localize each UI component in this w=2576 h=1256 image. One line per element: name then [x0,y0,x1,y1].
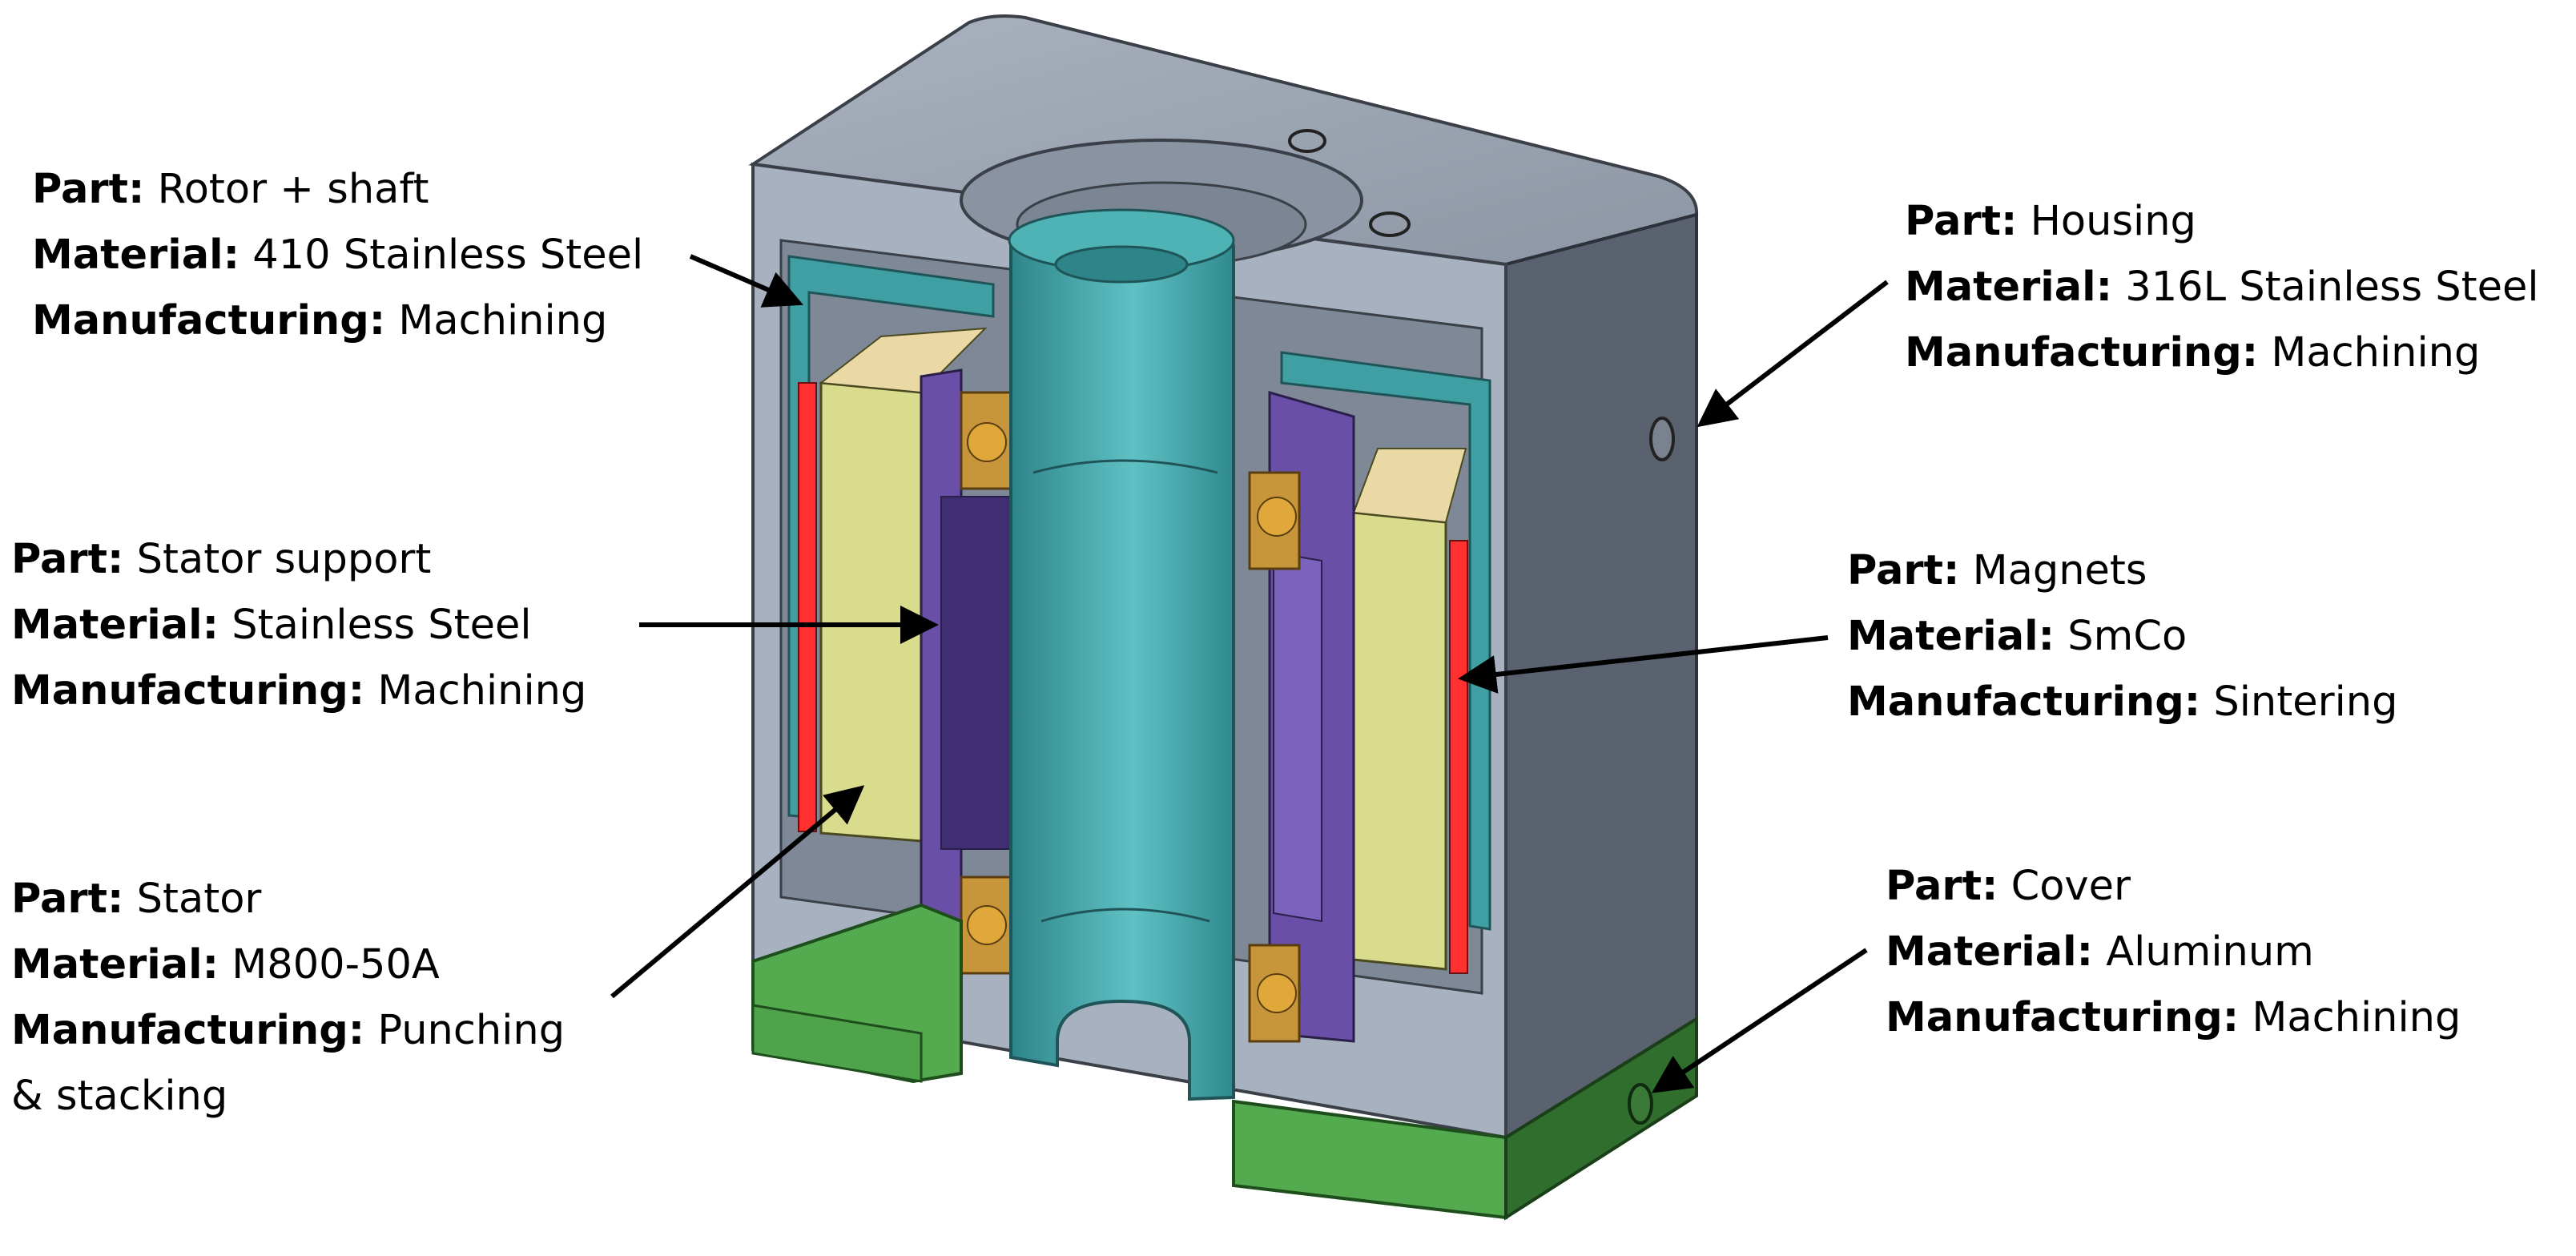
stator-right-teeth [1352,448,1467,524]
arrow-rotor-shaft [689,254,804,308]
callout-cover: Part: Cover Material: Aluminum Manufactu… [1886,854,2461,1051]
rotor-shell-left [787,255,995,819]
cover-left-band [751,1004,923,1083]
stator-left [819,381,923,843]
part-value: Rotor + shaft [157,166,429,213]
material-label: Material: [1905,264,2113,311]
arrow-stator [610,785,865,999]
stator-right [1352,511,1447,971]
material-value: SmCo [2067,613,2188,660]
manufacturing-value: Punching [377,1007,566,1054]
arrow-magnets [1458,635,1829,694]
callout-housing: Part: Housing Material: 316L Stainless S… [1905,189,2539,386]
material-label: Material: [11,941,219,988]
shaft-body [1009,214,1235,1101]
manufacturing-value: Machining [377,667,587,715]
part-label: Part: [11,536,124,583]
side-hole [1649,417,1675,461]
shaft-top-bore [1054,245,1189,284]
material-label: Material: [1847,613,2055,660]
part-label: Part: [1905,198,2018,245]
material-value: M800-50A [231,941,440,988]
magnet-left [798,382,817,832]
material-label: Material: [1886,928,2094,976]
callout-stator: Part: Stator Material: M800-50A Manufact… [11,867,565,1129]
magnet-right [1449,540,1468,974]
part-label: Part: [32,166,145,213]
callout-stator-support: Part: Stator support Material: Stainless… [11,527,586,724]
shaft-step-lower [1040,908,1210,923]
arrow-housing [1697,280,1889,428]
part-value: Magnets [1972,547,2147,594]
manufacturing-value-cont: & stacking [11,1073,228,1120]
bearing-ball-bottom-right [1257,973,1297,1013]
manufacturing-value: Machining [2271,329,2481,376]
manufacturing-value: Sintering [2213,678,2398,726]
manufacturing-label: Manufacturing: [1905,329,2259,376]
material-value: Stainless Steel [231,602,532,649]
material-value: Aluminum [2106,928,2314,976]
top-hole [1369,211,1411,237]
rotor-shell-right [1280,351,1491,931]
housing-side-face [1504,212,1698,1141]
callout-rotor-shaft: Part: Rotor + shaft Material: 410 Stainl… [32,157,643,354]
manufacturing-label: Manufacturing: [11,1007,365,1054]
material-value: 410 Stainless Steel [252,231,644,279]
part-label: Part: [11,876,124,923]
material-label: Material: [32,231,240,279]
manufacturing-label: Manufacturing: [11,667,365,715]
part-label: Part: [1886,863,1998,910]
shaft-step [1032,459,1218,474]
stator-support-left-inner [940,496,1018,850]
bearing-ball-top-right [1257,497,1297,537]
part-value: Stator support [136,536,432,583]
part-label: Part: [1847,547,1960,594]
stator-support-right-inner [1273,551,1322,923]
bearing-ball-top-left [967,422,1007,462]
housing-top-face [748,14,1699,267]
bearing-ball-bottom-left [967,905,1007,945]
manufacturing-label: Manufacturing: [32,297,386,344]
cover-side-hole [1628,1083,1653,1125]
manufacturing-label: Manufacturing: [1847,678,2201,726]
material-value: 316L Stainless Steel [2125,264,2539,311]
stator-top-teeth [819,327,988,394]
part-value: Cover [2010,863,2131,910]
cover-side [1504,1016,1698,1221]
part-value: Housing [2030,198,2196,245]
part-value: Stator [136,876,262,923]
manufacturing-label: Manufacturing: [1886,994,2240,1041]
arrow-cover [1652,948,1868,1093]
manufacturing-value: Machining [398,297,608,344]
callout-magnets: Part: Magnets Material: SmCo Manufacturi… [1847,538,2397,735]
top-hole-small [1288,129,1326,153]
manufacturing-value: Machining [2252,994,2461,1041]
material-label: Material: [11,602,219,649]
